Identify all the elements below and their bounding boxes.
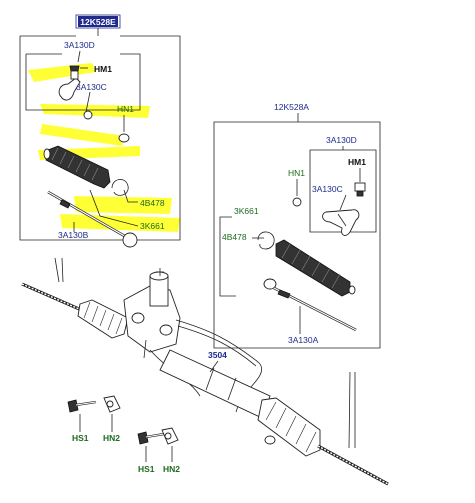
right-group-frame	[213, 121, 381, 349]
highlight-band-6	[60, 214, 180, 232]
clip[interactable]	[111, 179, 129, 196]
leader	[77, 50, 81, 63]
right-label-3a130c[interactable]: 3A130C	[312, 184, 343, 194]
nut-hn1[interactable]	[292, 197, 302, 207]
inner-tie-rod-right[interactable]	[263, 278, 357, 332]
right-label-hm1[interactable]: HM1	[348, 157, 366, 167]
leader	[85, 91, 91, 113]
clip-right[interactable]	[257, 231, 275, 250]
right-label-hn1[interactable]: HN1	[288, 168, 305, 178]
boot-right[interactable]	[275, 239, 356, 297]
bolt-group-a: HS1 HN2	[67, 395, 121, 443]
leader	[89, 189, 139, 227]
left-group-frame	[19, 35, 181, 241]
label-hs1-a[interactable]: HS1	[72, 433, 89, 443]
left-header-label[interactable]: 12K528E	[80, 17, 116, 27]
inner-tie-rod[interactable]	[47, 190, 138, 248]
view-indicator-right	[348, 371, 351, 449]
label-hn2-b[interactable]: HN2	[163, 464, 180, 474]
highlight-band-5	[74, 196, 172, 214]
right-label-4b478[interactable]: 4B478	[222, 232, 247, 242]
nut-hn2-b[interactable]	[161, 427, 179, 445]
label-hn2-a[interactable]: HN2	[103, 433, 120, 443]
nut-hn2-a[interactable]	[103, 395, 121, 413]
right-label-3a130d[interactable]: 3A130D	[326, 135, 357, 145]
left-label-3a130d[interactable]: 3A130D	[64, 40, 95, 50]
bracket-3a130d	[25, 53, 141, 111]
left-label-3a130b[interactable]: 3A130B	[58, 230, 89, 240]
nut-hm1[interactable]	[354, 182, 366, 197]
leader	[219, 216, 236, 297]
label-hs1-b[interactable]: HS1	[138, 464, 155, 474]
tie-rod-end[interactable]	[58, 65, 81, 101]
leader	[339, 194, 347, 211]
left-label-hn1[interactable]: HN1	[117, 104, 134, 114]
bolt-group-b: HS1 HN2	[137, 427, 180, 474]
left-label-3a130c[interactable]: 3A130C	[76, 82, 107, 92]
nut[interactable]	[118, 133, 130, 143]
right-header-label[interactable]: 12K528A	[274, 102, 309, 112]
rack-label-3504[interactable]: 3504	[208, 350, 227, 360]
left-label-4b478[interactable]: 4B478	[140, 198, 165, 208]
highlight-band-2	[40, 104, 150, 118]
selected-header-bg	[78, 16, 118, 27]
highlight-band-1	[28, 63, 96, 82]
right-group: 12K528A 3A130D HM1 HN1 3A130C 3K661 4B47…	[213, 102, 381, 449]
bolt-hs1-b[interactable]	[137, 431, 165, 445]
leader	[209, 360, 219, 373]
view-indicator-left	[61, 257, 64, 283]
tie-rod-end-right[interactable]	[322, 209, 360, 236]
nut[interactable]	[83, 110, 93, 120]
right-label-3a130a[interactable]: 3A130A	[288, 335, 319, 345]
left-group: 12K528E 3A130D HM1 3A130C HN1 4B478 3K66…	[19, 14, 181, 283]
right-label-3k661[interactable]: 3K661	[234, 206, 259, 216]
view-indicator-left	[54, 257, 60, 283]
steering-rack[interactable]	[21, 268, 389, 486]
bolt-hs1-a[interactable]	[67, 399, 97, 413]
left-label-3k661[interactable]: 3K661	[140, 221, 165, 231]
left-label-hm1[interactable]: HM1	[94, 64, 112, 74]
highlight-band-3	[40, 124, 125, 146]
bracket-right-3a130d	[309, 149, 377, 233]
boot[interactable]	[43, 145, 111, 189]
